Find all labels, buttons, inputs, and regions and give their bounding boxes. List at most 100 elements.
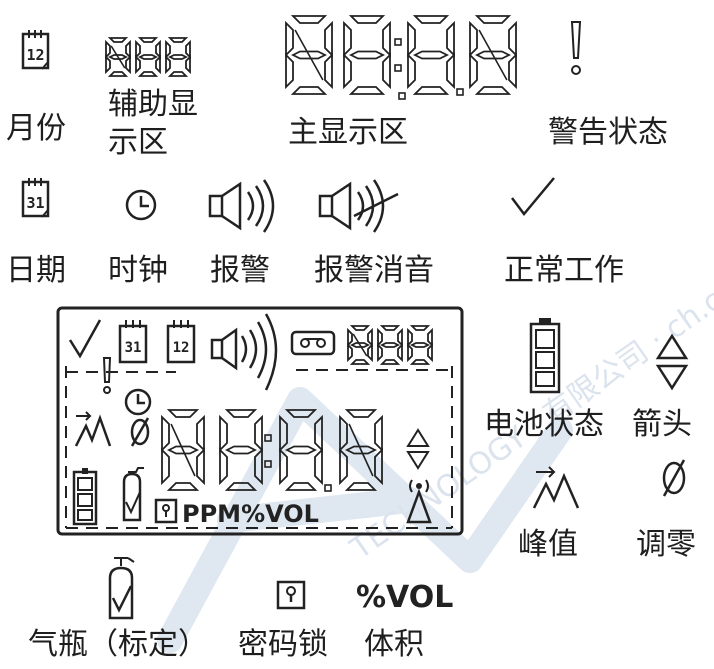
segment-upper-left (165, 39, 171, 60)
lcd-warning-icon (102, 357, 112, 394)
arrows-icon (655, 333, 689, 391)
segment-middle (107, 54, 129, 60)
date-number: 31 (26, 194, 44, 212)
segment-diagonal (348, 423, 374, 477)
calendar-month-icon: 12 (21, 30, 50, 70)
segment-middle (474, 50, 512, 60)
segment-lower-right (382, 52, 391, 90)
segment-bottom (409, 359, 431, 365)
label-volume: 体积 (364, 627, 424, 662)
lcd-colon-top (264, 434, 272, 442)
segment-lower-right (367, 342, 373, 363)
segment-upper-right (185, 39, 191, 60)
segment-middle (412, 50, 450, 60)
segment-upper-left (105, 39, 111, 60)
alarm-speaker-icon (208, 179, 275, 233)
label-warning: 警告状态 (548, 115, 668, 150)
lcd-clock-icon (124, 388, 152, 416)
month-number: 12 (26, 46, 44, 64)
label-alarm: 报警 (210, 253, 270, 288)
lcd-main-digit-4 (339, 409, 383, 491)
segment-diagonal (294, 29, 324, 81)
segment-top (166, 409, 200, 418)
lcd-main-digits (161, 409, 383, 492)
segment-top (167, 37, 189, 43)
segment-upper-left (407, 20, 416, 58)
cylinder-icon (108, 557, 135, 620)
lcd-aux-digit-2 (377, 325, 403, 365)
segment-top (379, 325, 401, 331)
main-digit-2 (343, 15, 391, 95)
lcd-date-number: 31 (125, 340, 142, 356)
segment-upper-right (446, 20, 455, 58)
lcd-panel: 31 12 (56, 306, 464, 536)
lcd-unit-label: PPM%VOL (182, 500, 319, 528)
segment-upper-right (254, 414, 263, 453)
segment-middle (409, 342, 431, 348)
lcd-month-number: 12 (173, 340, 190, 356)
segment-lower-left (279, 447, 288, 486)
lcd-calendar-date-icon: 31 (118, 320, 148, 364)
segment-middle (284, 445, 318, 455)
battery-icon (529, 318, 561, 394)
main-digit-4 (469, 15, 517, 95)
clock-icon (125, 189, 157, 221)
segment-top (107, 37, 129, 43)
lcd-antenna-icon (406, 479, 432, 524)
segment-lower-left (347, 342, 353, 363)
segment-lower-right (314, 447, 323, 486)
segment-diagonal (478, 29, 508, 81)
segment-lower-left (135, 54, 141, 75)
segment-lower-right (427, 342, 433, 363)
segment-middle (379, 342, 401, 348)
label-arrows: 箭头 (632, 407, 692, 442)
segment-diagonal (170, 423, 196, 477)
main-decimal-point-1 (456, 88, 464, 96)
lcd-cylinder-icon (122, 467, 144, 522)
segment-lower-left (285, 52, 294, 90)
segment-upper-right (397, 327, 403, 348)
main-decimal-point-2 (398, 92, 406, 100)
lcd-aux-digit-1 (347, 325, 373, 365)
main-digit-1 (285, 15, 333, 95)
lcd-decimal-point (324, 484, 332, 492)
segment-upper-left (285, 20, 294, 58)
segment-upper-left (407, 327, 413, 348)
segment-upper-right (374, 414, 383, 453)
segment-upper-right (314, 414, 323, 453)
peak-icon (532, 466, 580, 509)
label-normal: 正常工作 (504, 253, 624, 288)
main-colon-top (394, 38, 402, 46)
segment-upper-right (324, 20, 333, 58)
segment-bottom (379, 359, 401, 365)
lcd-zero-icon (130, 417, 150, 447)
segment-middle (167, 54, 189, 60)
segment-bottom (284, 482, 318, 491)
zero-icon (662, 459, 686, 497)
segment-upper-left (469, 20, 478, 58)
segment-bottom (290, 86, 328, 95)
segment-top (348, 15, 386, 24)
segment-bottom (412, 86, 450, 95)
aux-digit-3 (165, 37, 191, 77)
segment-lower-left (165, 54, 171, 75)
segment-lower-left (343, 52, 352, 90)
segment-upper-right (382, 20, 391, 58)
segment-bottom (107, 71, 129, 77)
segment-middle (348, 50, 386, 60)
segment-middle (290, 50, 328, 60)
segment-upper-left (279, 414, 288, 453)
segment-upper-left (343, 20, 352, 58)
label-peak: 峰值 (518, 527, 578, 562)
aux-digit-2 (135, 37, 161, 77)
segment-lower-left (377, 342, 383, 363)
label-aux-display: 辅助显 示区 (108, 87, 198, 160)
segment-lower-right (324, 52, 333, 90)
segment-upper-right (155, 39, 161, 60)
lcd-aux-digits (347, 325, 433, 365)
label-main-display: 主显示区 (288, 115, 408, 150)
segment-lower-left (219, 447, 228, 486)
segment-upper-right (508, 20, 517, 58)
segment-lower-right (508, 52, 517, 90)
segment-lower-right (125, 54, 131, 75)
